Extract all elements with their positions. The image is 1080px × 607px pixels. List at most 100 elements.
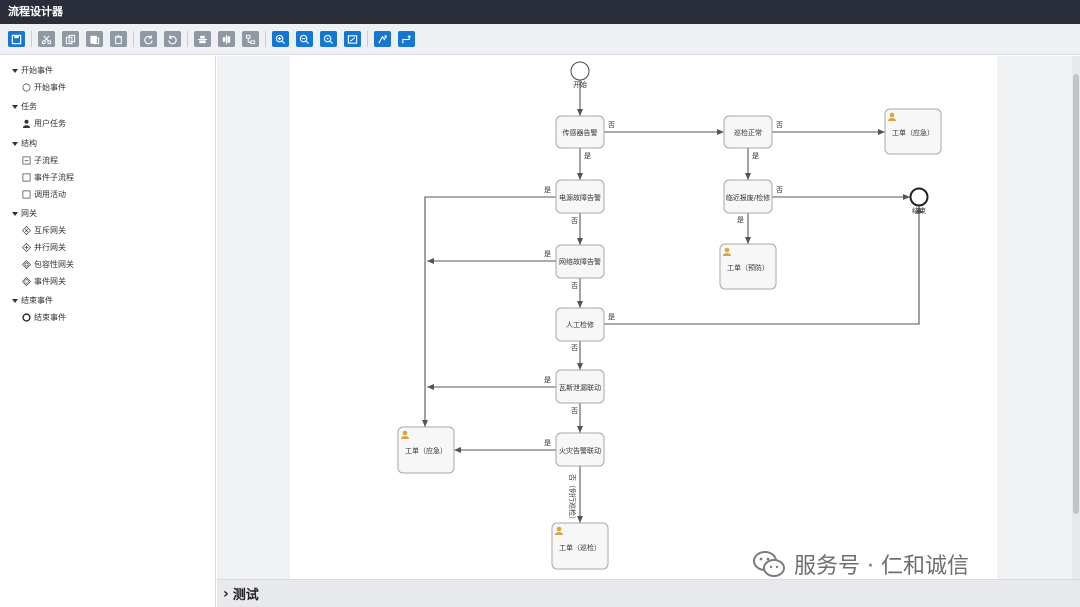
align-horizontal-button[interactable] bbox=[194, 31, 211, 47]
connect-straight-button[interactable] bbox=[374, 31, 391, 47]
connect-ortho-button[interactable] bbox=[398, 31, 415, 47]
palette-item-user-task[interactable]: 用户任务 bbox=[22, 118, 66, 129]
node-overdue[interactable]: 临近报废/检修 bbox=[723, 179, 773, 214]
scissors-icon bbox=[41, 34, 52, 44]
zoom-reset-icon bbox=[323, 34, 334, 44]
save-button[interactable] bbox=[8, 31, 25, 47]
palette-item-parallel-gateway[interactable]: 并行网关 bbox=[22, 242, 66, 253]
node-fire-alarm[interactable]: 火灾告警联动 bbox=[555, 432, 605, 467]
palette-category-task[interactable]: 任务 bbox=[12, 101, 37, 112]
user-task-patrol[interactable]: 工单（巡检） bbox=[551, 522, 609, 570]
cut-button[interactable] bbox=[38, 31, 55, 47]
watermark: 服务号 · 仁和诚信 bbox=[752, 548, 969, 580]
user-task-emergency-top[interactable]: 工单（应急） bbox=[884, 108, 942, 155]
user-task-emergency-left[interactable]: 工单（应急） bbox=[397, 426, 455, 474]
edge-label-no: 否 bbox=[571, 344, 578, 352]
caret-down-icon bbox=[12, 298, 18, 303]
bottom-panel-header[interactable]: › 测试 bbox=[217, 579, 1080, 607]
edge-label-no: 否 bbox=[608, 121, 615, 129]
end-event-label: 结束 bbox=[912, 206, 926, 215]
start-event-label: 开始 bbox=[573, 80, 587, 89]
scrollbar-thumb[interactable] bbox=[1073, 74, 1079, 514]
edge-label-no: 否 bbox=[776, 121, 783, 129]
node-manual-repair[interactable]: 人工检修 bbox=[555, 307, 605, 342]
inclusive-gateway-icon bbox=[22, 260, 31, 269]
palette-category-end-event[interactable]: 结束事件 bbox=[12, 295, 53, 306]
zoom-out-icon bbox=[299, 34, 310, 44]
layout-icon bbox=[245, 34, 256, 44]
auto-layout-button[interactable] bbox=[242, 31, 259, 47]
palette-category-structure[interactable]: 结构 bbox=[12, 138, 37, 149]
process-diagram: 否 否 否 是 是 是 是 否 是 否 是 否 是 否 是 否（例行巡检） 开始… bbox=[397, 61, 942, 570]
svg-text:工单（应急）: 工单（应急） bbox=[405, 446, 447, 455]
align-vertical-icon bbox=[222, 34, 231, 44]
paste-button[interactable] bbox=[86, 31, 103, 47]
vertical-scrollbar[interactable] bbox=[1072, 56, 1080, 579]
edge-label-no: 否 bbox=[571, 282, 578, 290]
node-gas-leak[interactable]: 瓦斯泄漏联动 bbox=[555, 369, 605, 404]
subprocess-icon bbox=[22, 156, 31, 165]
caret-down-icon bbox=[12, 141, 18, 146]
event-gateway-icon bbox=[22, 277, 31, 286]
palette-item-inclusive-gateway[interactable]: 包容性网关 bbox=[22, 259, 74, 270]
paste-icon bbox=[90, 35, 100, 44]
zoom-reset-button[interactable] bbox=[320, 31, 337, 47]
node-patrol-normal[interactable]: 巡检正常 bbox=[723, 115, 773, 149]
fit-icon bbox=[347, 34, 358, 44]
edge-label-yes: 是 bbox=[752, 152, 759, 160]
palette-category-gateway[interactable]: 网关 bbox=[12, 208, 37, 219]
undo-icon bbox=[168, 34, 177, 44]
bottom-panel-title: 测试 bbox=[232, 588, 259, 603]
end-event[interactable]: 结束 bbox=[909, 187, 929, 216]
edge-label-yes: 是 bbox=[544, 439, 551, 447]
palette-category-start-event[interactable]: 开始事件 bbox=[12, 65, 53, 76]
parallel-gateway-icon bbox=[22, 243, 31, 252]
delete-button[interactable] bbox=[110, 31, 127, 47]
node-sensor-alarm[interactable]: 传感器告警 bbox=[555, 115, 605, 149]
connector-ortho-icon bbox=[402, 34, 411, 43]
palette-item-exclusive-gateway[interactable]: 互斥网关 bbox=[22, 225, 66, 236]
user-icon bbox=[22, 119, 31, 128]
start-event[interactable]: 开始 bbox=[570, 61, 590, 89]
caret-down-icon bbox=[12, 68, 18, 73]
node-network-fault[interactable]: 网络故障告警 bbox=[555, 244, 605, 279]
app-title: 流程设计器 bbox=[8, 5, 63, 18]
copy-button[interactable] bbox=[62, 31, 79, 47]
palette-item-call-activity[interactable]: 调用活动 bbox=[22, 189, 66, 200]
app-title-bar: 流程设计器 bbox=[0, 0, 1080, 24]
redo-button[interactable] bbox=[140, 31, 157, 47]
node-power-fault[interactable]: 电源故障告警 bbox=[555, 179, 605, 214]
svg-text:工单（应急）: 工单（应急） bbox=[892, 128, 934, 137]
svg-text:工单（巡检）: 工单（巡检） bbox=[559, 543, 601, 552]
diagram-paper bbox=[290, 56, 997, 579]
caret-down-icon bbox=[12, 104, 18, 109]
palette-item-event-gateway[interactable]: 事件网关 bbox=[22, 276, 66, 287]
edge-power-woemergency[interactable] bbox=[422, 196, 556, 427]
element-palette: 开始事件 开始事件 任务 用户任务 结构 子流程 事件子流程 调用活动 网关 互… bbox=[0, 56, 216, 607]
svg-text:电源故障告警: 电源故障告警 bbox=[559, 193, 601, 202]
save-icon bbox=[11, 34, 22, 44]
copy-icon bbox=[65, 34, 76, 44]
palette-item-start-event[interactable]: 开始事件 bbox=[22, 82, 66, 93]
chevron-right-icon[interactable]: › bbox=[223, 585, 229, 602]
palette-item-subprocess[interactable]: 子流程 bbox=[22, 155, 58, 166]
undo-button[interactable] bbox=[164, 31, 181, 47]
align-vertical-button[interactable] bbox=[218, 31, 235, 47]
fit-button[interactable] bbox=[344, 31, 361, 47]
edge-label-no-patrol: 否（例行巡检） bbox=[568, 474, 577, 523]
edge-label-no: 否 bbox=[571, 217, 578, 225]
palette-item-event-subprocess[interactable]: 事件子流程 bbox=[22, 172, 74, 183]
edge-manual-end[interactable] bbox=[604, 206, 922, 325]
connector-icon bbox=[378, 34, 387, 43]
palette-item-end-event[interactable]: 结束事件 bbox=[22, 312, 66, 323]
trash-icon bbox=[114, 34, 123, 44]
square-icon bbox=[22, 173, 31, 182]
align-horizontal-icon bbox=[197, 35, 208, 43]
svg-text:瓦斯泄漏联动: 瓦斯泄漏联动 bbox=[559, 383, 601, 392]
user-task-prevent[interactable]: 工单（预防） bbox=[719, 243, 777, 290]
svg-text:网络故障告警: 网络故障告警 bbox=[559, 257, 601, 266]
diagram-canvas[interactable] bbox=[217, 56, 1080, 579]
svg-text:火灾告警联动: 火灾告警联动 bbox=[559, 446, 601, 455]
zoom-out-button[interactable] bbox=[296, 31, 313, 47]
zoom-in-button[interactable] bbox=[272, 31, 289, 47]
